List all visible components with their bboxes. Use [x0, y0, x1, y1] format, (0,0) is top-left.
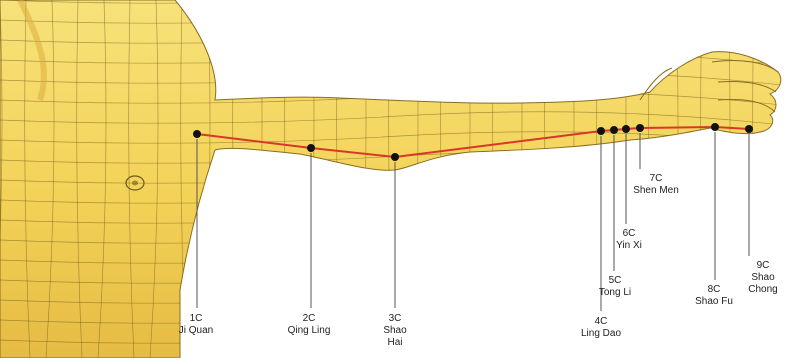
mesh-line-vertical: [514, 0, 522, 358]
acupoint-code-label: 8C: [708, 284, 721, 295]
acupoint-9c-dot: [745, 125, 753, 133]
acupoint-name-label: Ji Quan: [179, 325, 213, 336]
acupoint-3c-dot: [391, 153, 399, 161]
point-labels: 1CJi Quan2CQing Ling3CShaoHai4CLing Dao5…: [179, 173, 778, 348]
mesh-line-vertical: [410, 0, 418, 358]
acupoint-code-label: 3C: [389, 313, 402, 324]
mesh-line-vertical: [285, 0, 290, 358]
acupoint-code-label: 1C: [190, 313, 203, 324]
mesh-line-vertical: [254, 0, 262, 358]
mesh-line-vertical: [389, 0, 394, 358]
acupoint-name-label: Yin Xi: [616, 240, 642, 251]
acupoint-name-label: Qing Ling: [288, 325, 331, 336]
mesh-line-vertical: [545, 0, 550, 358]
acupoint-code-label: 5C: [609, 275, 622, 286]
mesh-line-vertical: [618, 0, 626, 358]
acupoint-name-label: Hai: [387, 337, 402, 348]
mesh-line-vertical: [462, 0, 470, 358]
acupoint-8c-dot: [711, 123, 719, 131]
acupoint-name-label: Shao Fu: [695, 296, 733, 307]
acupoint-5c-dot: [610, 126, 618, 134]
acupoint-name-label: Shen Men: [633, 185, 679, 196]
leader-lines: [197, 132, 749, 311]
mesh-line-vertical: [441, 0, 446, 358]
mesh-line-vertical: [753, 0, 758, 358]
acupoint-2c-dot: [307, 144, 315, 152]
acupoint-code-label: 6C: [623, 228, 636, 239]
acupoint-name-label: Ling Dao: [581, 328, 621, 339]
acupoint-4c-dot: [597, 127, 605, 135]
acupoint-code-label: 7C: [650, 173, 663, 184]
acupoint-6c-dot: [622, 125, 630, 133]
acupoint-code-label: 4C: [595, 316, 608, 327]
mesh-line-vertical: [774, 0, 782, 358]
nipple-inner: [132, 181, 138, 186]
mesh-line-vertical: [670, 0, 678, 358]
mesh-line-vertical: [493, 0, 498, 358]
acupoint-code-label: 2C: [303, 313, 316, 324]
acupoint-name-label: Shao: [383, 325, 407, 336]
mesh-line-vertical: [566, 0, 574, 358]
mesh-line-vertical: [358, 0, 366, 358]
acupoint-name-label: Chong: [748, 284, 777, 295]
acupoint-code-label: 9C: [757, 260, 770, 271]
mesh-line-vertical: [337, 0, 342, 358]
mesh-line-vertical: [233, 0, 238, 358]
acupoint-name-label: Shao: [751, 272, 775, 283]
mesh-line-vertical: [306, 0, 314, 358]
acupoint-1c-dot: [193, 130, 201, 138]
acupoint-name-label: Tong Li: [599, 287, 631, 298]
acupoint-7c-dot: [636, 124, 644, 132]
